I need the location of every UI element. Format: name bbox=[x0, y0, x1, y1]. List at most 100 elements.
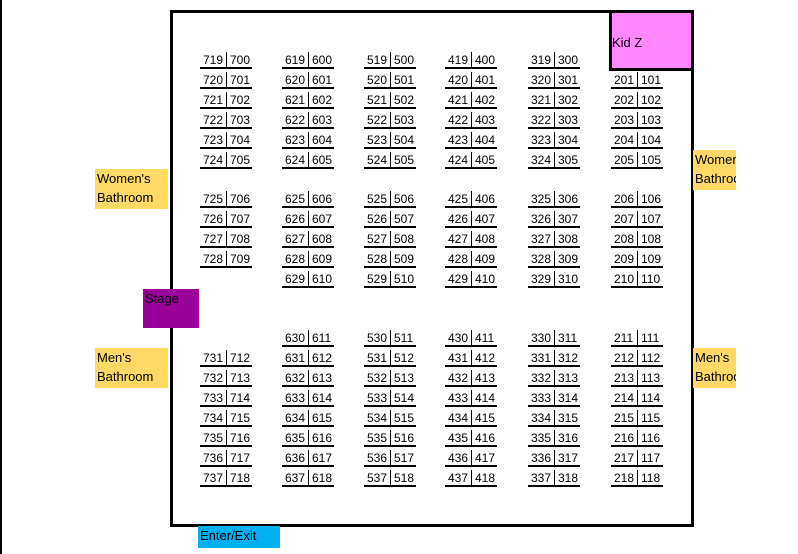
table-number: 633 bbox=[285, 391, 306, 405]
table-number: 110 bbox=[637, 271, 663, 286]
table-number: 325 bbox=[531, 192, 552, 206]
table-number: 333 bbox=[531, 391, 552, 405]
table-number: 520 bbox=[367, 73, 388, 87]
table-number: 103 bbox=[637, 112, 663, 127]
table-number: 517 bbox=[390, 450, 416, 465]
table-number: 306 bbox=[554, 191, 580, 206]
table-number: 728 bbox=[203, 252, 224, 266]
table-number: 404 bbox=[471, 132, 497, 147]
table-number: 425 bbox=[448, 192, 469, 206]
table-number: 628 bbox=[285, 252, 306, 266]
table-number: 432 bbox=[448, 371, 469, 385]
table-number: 330 bbox=[531, 331, 552, 345]
table-number: 413 bbox=[471, 370, 497, 385]
table-number: 400 bbox=[471, 52, 497, 67]
table-number: 511 bbox=[390, 330, 416, 345]
table-number: 424 bbox=[448, 153, 469, 167]
table-number: 327 bbox=[531, 232, 552, 246]
mens-bathroom-left: Men's Bathroom bbox=[95, 348, 168, 388]
table-number: 312 bbox=[554, 350, 580, 365]
table-number: 521 bbox=[367, 93, 388, 107]
table-number: 606 bbox=[308, 191, 334, 206]
table-number: 112 bbox=[637, 350, 663, 365]
table-number: 625 bbox=[285, 192, 306, 206]
table-number: 117 bbox=[637, 450, 663, 465]
table-number: 529 bbox=[367, 272, 388, 286]
table-number: 720 bbox=[203, 73, 224, 87]
table-number: 708 bbox=[226, 231, 252, 246]
table-number: 609 bbox=[308, 251, 334, 266]
table-number: 310 bbox=[554, 271, 580, 286]
table-number: 211 bbox=[614, 331, 634, 345]
table-number: 108 bbox=[637, 231, 663, 246]
table-number: 513 bbox=[390, 370, 416, 385]
table-number: 111 bbox=[637, 330, 663, 345]
table-number: 508 bbox=[390, 231, 416, 246]
table-number: 507 bbox=[390, 211, 416, 226]
table-number: 300 bbox=[554, 52, 580, 67]
table-number: 434 bbox=[448, 411, 469, 425]
table-number: 408 bbox=[471, 231, 497, 246]
table-number: 722 bbox=[203, 113, 224, 127]
table-number: 509 bbox=[390, 251, 416, 266]
table-number: 210 bbox=[614, 272, 635, 286]
womens-bathroom-left-label: Women's Bathroom bbox=[97, 171, 154, 205]
table-number: 610 bbox=[308, 271, 334, 286]
table-number: 605 bbox=[308, 152, 334, 167]
table-number: 525 bbox=[367, 192, 388, 206]
table-number: 212 bbox=[614, 351, 635, 365]
table-number: 328 bbox=[531, 252, 552, 266]
table-number: 629 bbox=[285, 272, 306, 286]
table-number: 503 bbox=[390, 112, 416, 127]
table-number: 532 bbox=[367, 371, 388, 385]
table-number: 410 bbox=[471, 271, 497, 286]
table-number: 510 bbox=[390, 271, 416, 286]
table-number: 331 bbox=[531, 351, 552, 365]
table-number: 626 bbox=[285, 212, 306, 226]
table-number: 700 bbox=[226, 52, 252, 67]
table-number: 106 bbox=[637, 191, 663, 206]
table-number: 320 bbox=[531, 73, 552, 87]
table-number: 318 bbox=[554, 470, 580, 485]
table-number: 618 bbox=[308, 470, 334, 485]
table-number: 427 bbox=[448, 232, 469, 246]
table-number: 435 bbox=[448, 431, 469, 445]
stage-label: Stage bbox=[145, 291, 179, 306]
table-number: 600 bbox=[308, 52, 334, 67]
table-number: 332 bbox=[531, 371, 552, 385]
table-number: 733 bbox=[203, 391, 224, 405]
